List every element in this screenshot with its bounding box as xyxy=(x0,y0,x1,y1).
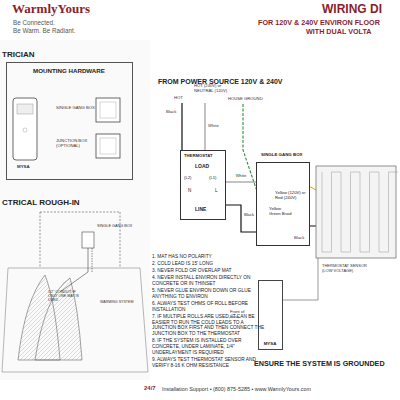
node-text: N xyxy=(188,188,191,193)
mysa-thermostat xyxy=(13,98,37,160)
part-label: SINGLE GANG BOX xyxy=(56,106,95,111)
node-heading: SINGLE GANG BOX xyxy=(261,152,302,157)
part-label: JUNCTION BOX (OPTIONAL) xyxy=(56,139,92,149)
note: 2. COLD LEAD IS 15' LONG xyxy=(152,261,266,267)
node-text: (L1) xyxy=(209,176,216,181)
note: 6. ALWAYS TEST OHMS OF ROLL BEFORE INSTA… xyxy=(152,301,266,313)
note-heading: ENSURE THE SYSTEM IS GROUNDED xyxy=(254,360,385,368)
heating-cable xyxy=(322,172,398,252)
panel: MOUNTING HARDWARE xyxy=(6,62,133,180)
part-label: SINGLE GANG BOX xyxy=(97,224,132,228)
node-heading: MYSA xyxy=(259,341,281,346)
notes-list: 1. MAT HAS NO POLARITY2. COLD LEAD IS 15… xyxy=(152,254,266,370)
heating-mat xyxy=(316,166,398,258)
mysa-device: MYSA xyxy=(258,280,283,350)
part-label: Front of base xyxy=(230,310,254,320)
note: 7. IF MULTIPLE ROLLS ARE USED, IT CAN BE… xyxy=(152,314,266,337)
wire-label: HOT xyxy=(174,96,183,101)
node-text: Yellow (120V) or Red (240V) xyxy=(275,191,308,201)
logo: WarmlyYours xyxy=(12,2,90,17)
wire-label: White xyxy=(208,124,219,129)
junction-box xyxy=(96,134,120,158)
section-heading: CTRICAL ROUGH-IN xyxy=(2,198,80,207)
tagline: Be Warm. Be Radiant. xyxy=(13,27,75,34)
subtitle: FOR 120V & 240V ENVIRON FLOOR xyxy=(258,19,380,27)
section-heading: TRICIAN xyxy=(2,50,34,59)
thermostat-box: THERMOSTAT LOAD (L2) (L1) N L LINE xyxy=(180,150,226,220)
node-heading: THERMOSTAT xyxy=(184,154,212,159)
node-heading: MOUNTING HARDWARE xyxy=(7,67,131,74)
node-text: LOAD xyxy=(195,164,209,170)
wire-label: HOUSE GROUND xyxy=(228,97,263,102)
sensor-wire xyxy=(282,258,318,300)
node-text: Yellow Green Braid xyxy=(269,207,293,217)
part-label: MYSA xyxy=(17,164,30,169)
single-gang-box xyxy=(96,98,120,122)
wire-label: HOT (240V) or NEUTRAL (120V) xyxy=(194,84,230,94)
wire-label: White xyxy=(235,174,248,179)
junction-box: SINGLE GANG BOXYellow (120V) or Red (240… xyxy=(256,162,310,246)
subtitle: WITH DUAL VOLTA xyxy=(306,28,371,36)
wire-label: Black xyxy=(294,236,304,241)
wire-label: Black xyxy=(243,213,255,218)
wire xyxy=(226,181,256,182)
wire-label: Black xyxy=(166,110,176,115)
wire xyxy=(226,205,256,232)
footer: 24/7 xyxy=(144,385,156,392)
note: 1. MAT HAS NO POLARITY xyxy=(152,254,266,260)
part-label: WARMING SYSTEM xyxy=(100,300,133,304)
note: 3. NEVER FOLD OR OVERLAP MAT xyxy=(152,268,266,274)
note: 5. NEVER GLUE ENVIRON DOWN OR GLUE ANYTH… xyxy=(152,288,266,300)
node-text: (L2) xyxy=(184,176,191,181)
footer: Installation Support • (800) 875-5285 • … xyxy=(162,386,311,392)
node-text: LINE xyxy=(195,207,206,213)
note: 8. IF THE SYSTEM IS INSTALLED OVER CONCR… xyxy=(152,338,266,356)
part-label: THERMOSTAT SENSOR (LOW VOLTAGE) xyxy=(322,264,374,273)
note: 4. NEVER INSTALL ENVIRON DIRECTLY ON CON… xyxy=(152,275,266,287)
rough-in-illustration xyxy=(2,212,148,372)
note: 9. ALWAYS TEST THERMOSTAT SENSOR AND VER… xyxy=(152,357,266,369)
title: WIRING DI xyxy=(322,3,382,17)
node-text: L xyxy=(215,188,218,193)
part-label: 1/2" CONDUIT IF ONLY ONE MAT IS USED xyxy=(48,290,86,302)
tagline: Be Connected. xyxy=(13,19,55,26)
